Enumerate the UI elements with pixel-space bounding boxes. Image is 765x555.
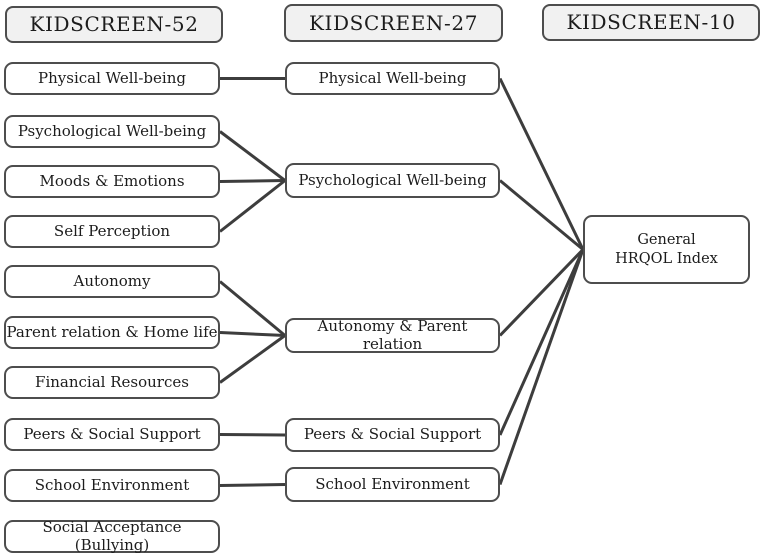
k27-autonomy-parent-relation-box: Autonomy & Parent relation [285,318,500,353]
kidscreen-27-header: KIDSCREEN-27 [284,4,503,42]
connector-k52-moods-to-k27-psychological [219,179,286,183]
general-hrqol-line2: HRQOL Index [615,250,718,267]
k52-self-perception-box: Self Perception [4,215,220,248]
connector-k27-school-to-k10-general [498,249,585,485]
connector-k52-autonomy-to-k27-autonomy_parent [219,280,286,337]
k10-general-hrqol-index-box: General HRQOL Index [583,215,750,284]
k27-peers-social-support-box: Peers & Social Support [285,418,500,452]
k52-social-acceptance-bullying-box: Social Acceptance (Bullying) [4,519,220,553]
k52-school-environment-box: School Environment [4,469,220,502]
k52-moods-emotions-box: Moods & Emotions [4,165,220,198]
general-hrqol-line1: General [637,231,696,248]
connector-k27-physical-to-k10-general [498,77,585,251]
k52-financial-resources-box: Financial Resources [4,366,220,399]
connector-k27-peers-to-k10-general [498,248,585,436]
connector-k52-financial-to-k27-autonomy_parent [219,334,286,384]
connector-k27-autonomy_parent-to-k10-general [498,248,585,337]
k52-psychological-well-being-box: Psychological Well-being [4,115,220,148]
connector-k27-psychological-to-k10-general [499,179,584,251]
kidscreen-52-header: KIDSCREEN-52 [5,6,223,43]
k52-parent-relation-home-life-box: Parent relation & Home life [4,316,220,349]
k52-peers-social-support-box: Peers & Social Support [4,418,220,451]
connector-k52-parent_home-to-k27-autonomy_parent [219,331,286,337]
connector-k52-self_perception-to-k27-psychological [219,179,286,233]
kidscreen-10-header: KIDSCREEN-10 [542,4,760,41]
k27-school-environment-box: School Environment [285,467,500,502]
connector-k52-school-to-k27-school [219,483,286,487]
connector-k52-psychological-to-k27-psychological [219,130,286,182]
connector-k52-peers-to-k27-peers [219,433,286,437]
k27-physical-well-being-box: Physical Well-being [285,62,500,95]
k27-psychological-well-being-box: Psychological Well-being [285,163,500,198]
k52-physical-well-being-box: Physical Well-being [4,62,220,95]
k52-autonomy-box: Autonomy [4,265,220,298]
